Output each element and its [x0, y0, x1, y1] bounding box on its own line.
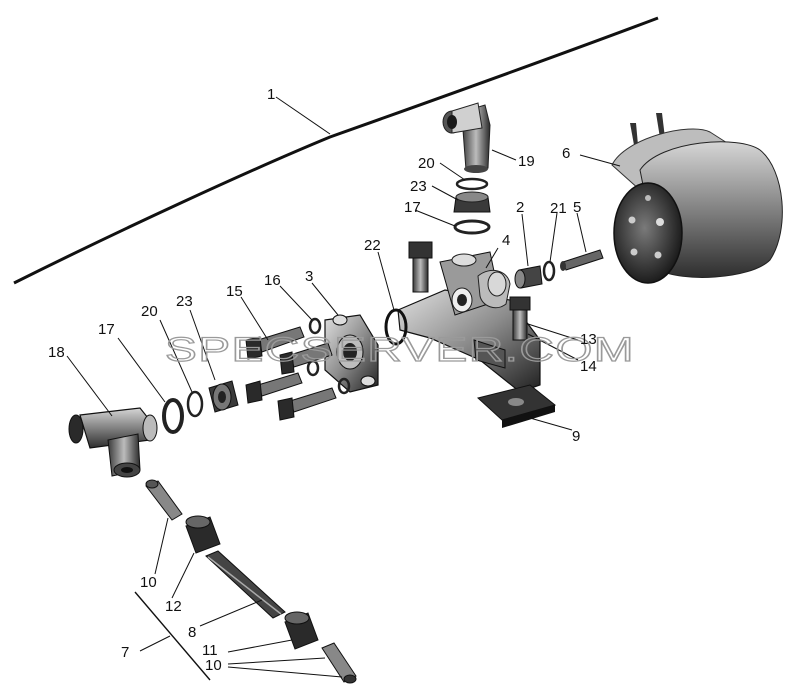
part-6-solenoid-coil: [611, 113, 783, 284]
part-5-screw: [560, 212, 604, 271]
part-2-plug: [514, 213, 543, 289]
callout-17-upper: 17: [404, 199, 421, 216]
leader-lines: [414, 149, 621, 269]
part-23-upper-nut: [453, 191, 491, 213]
part-7-leader: [134, 591, 211, 681]
callout-12: 12: [165, 598, 182, 615]
callout-23-lower: 23: [176, 293, 193, 310]
callout-22: 22: [364, 237, 381, 254]
part-4-mount-bolt: [408, 241, 433, 293]
part-17-lower-washer: [117, 337, 184, 434]
callout-13: 13: [580, 331, 597, 348]
part-22-o-ring: [377, 251, 408, 346]
callout-1: 1: [267, 86, 275, 103]
part-20-upper-washer: [455, 177, 489, 191]
part-8-pipe: [199, 550, 286, 627]
callout-14: 14: [580, 358, 597, 375]
part-19-elbow-fitting: [442, 102, 491, 173]
callout-8: 8: [188, 624, 196, 641]
part-1-wire: [13, 16, 659, 285]
callout-3: 3: [305, 268, 313, 285]
callout-19: 19: [518, 153, 535, 170]
part-13-bolt: [509, 296, 579, 361]
part-18-elbow-fitting: [66, 355, 158, 478]
callout-5: 5: [573, 199, 581, 216]
part-17-upper-washer: [453, 219, 491, 235]
part-20-lower-washer: [159, 319, 204, 418]
callout-18: 18: [48, 344, 65, 361]
part-23-lower-nut: [189, 309, 239, 413]
callout-numbers: 1 19 6 20 23 17 2 21 5 4 22 16 3 15 20 2…: [48, 86, 597, 674]
part-12-nut: [171, 515, 221, 599]
part-10-lower-fitting: [227, 642, 357, 684]
callout-20-upper: 20: [418, 155, 435, 172]
part-21-washer: [542, 212, 558, 282]
callout-15: 15: [226, 283, 243, 300]
part-4-valve-body: [397, 251, 541, 393]
callout-6: 6: [562, 145, 570, 162]
callout-9: 9: [572, 428, 580, 445]
part-3-flange: [311, 282, 379, 393]
part-16-washers: [279, 285, 351, 395]
part-10-upper-fitting: [145, 479, 183, 575]
part-15-bolts: [240, 296, 337, 421]
callout-17-lower: 17: [98, 321, 115, 338]
callout-10-lower: 10: [205, 657, 222, 674]
callout-2: 2: [516, 199, 524, 216]
watermark: SPECSERVER.COM: [165, 331, 635, 369]
part-11-nut: [227, 611, 319, 653]
callout-7: 7: [121, 644, 129, 661]
callout-20-lower: 20: [141, 303, 158, 320]
callout-4: 4: [502, 232, 510, 249]
callout-16: 16: [264, 272, 281, 289]
callout-23-upper: 23: [410, 178, 427, 195]
callout-21: 21: [550, 200, 567, 217]
callout-11: 11: [202, 642, 218, 659]
callout-10-upper: 10: [140, 574, 157, 591]
part-9-plate: [476, 384, 573, 431]
